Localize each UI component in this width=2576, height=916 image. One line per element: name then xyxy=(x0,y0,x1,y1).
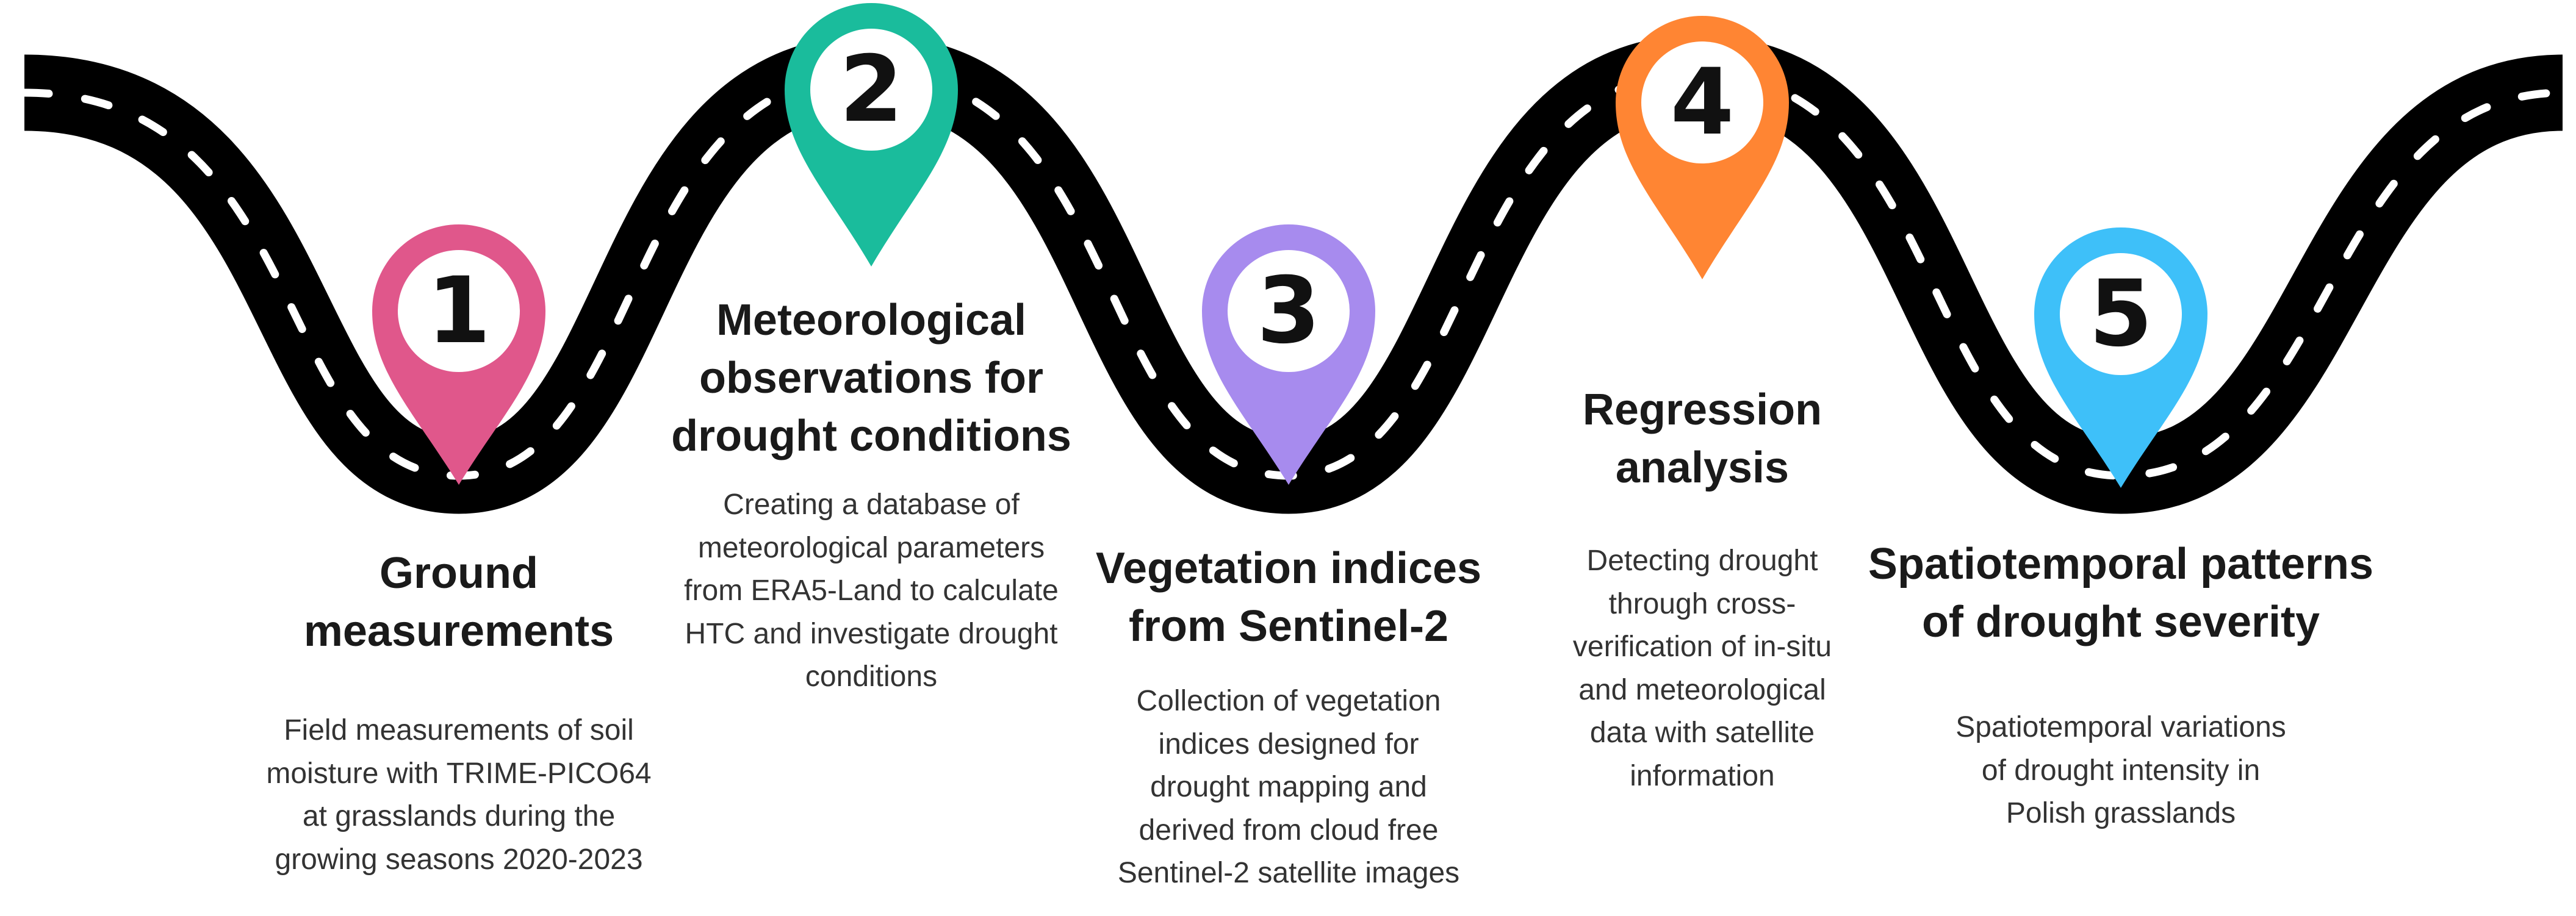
step-title: Vegetation indices from Sentinel-2 xyxy=(1095,544,1482,651)
pin-inner-circle xyxy=(2060,253,2182,375)
step-description: Collection of vegetation indices designe… xyxy=(1117,685,1460,890)
step-number: 2 xyxy=(840,37,903,143)
map-pin-icon: 4 xyxy=(1616,16,1789,279)
pin-inner-circle xyxy=(398,250,520,372)
map-pin-icon: 5 xyxy=(2034,227,2207,488)
map-pin-icon: 2 xyxy=(785,3,958,267)
pin-inner-circle xyxy=(1228,250,1350,372)
step-description: Spatiotemporal variations of drought int… xyxy=(1955,711,2286,830)
map-pin-icon: 3 xyxy=(1202,224,1375,485)
pin-inner-circle xyxy=(810,29,932,151)
step-3: Vegetation indices from Sentinel-2 Colle… xyxy=(1032,540,1545,895)
pin-inner-circle xyxy=(1641,41,1763,163)
map-pin-icon: 1 xyxy=(372,224,545,485)
step-5: Spatiotemporal patterns of drought sever… xyxy=(1852,535,2389,835)
step-description: Detecting drought through cross- verific… xyxy=(1572,545,1832,792)
step-number: 1 xyxy=(427,258,491,364)
step-2: Meteorological observations for drought … xyxy=(618,292,1124,699)
step-description: Creating a database of meteorological pa… xyxy=(684,488,1059,693)
step-title: Spatiotemporal patterns of drought sever… xyxy=(1868,540,2374,647)
step-number: 4 xyxy=(1671,49,1734,156)
step-number: 3 xyxy=(1257,258,1320,364)
step-description: Field measurements of soil moisture with… xyxy=(266,714,652,876)
step-title: Regression analysis xyxy=(1582,385,1822,493)
step-title: Meteorological observations for drought … xyxy=(671,296,1071,461)
step-4: Regression analysis Detecting drought th… xyxy=(1477,381,1928,798)
step-1: Ground measurements Field measurements o… xyxy=(215,545,703,881)
step-number: 5 xyxy=(2089,261,2153,367)
step-title: Ground measurements xyxy=(303,549,614,656)
